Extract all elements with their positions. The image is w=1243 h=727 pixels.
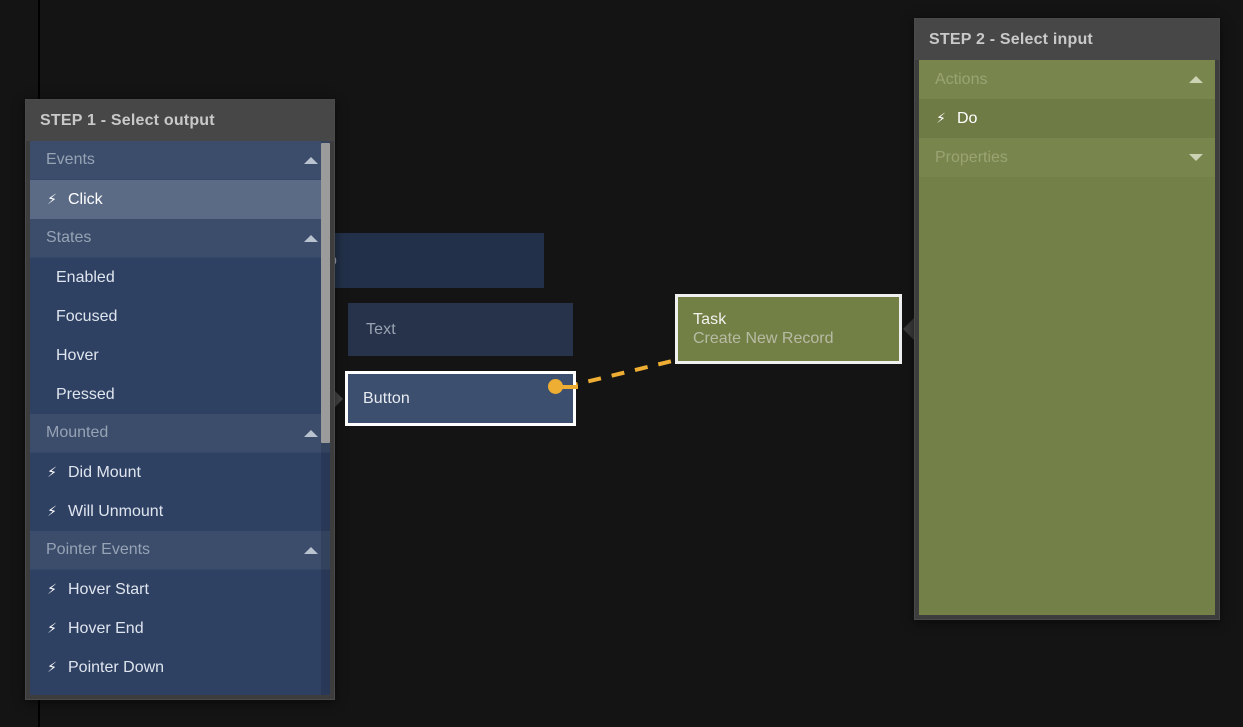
list-item-label: Click	[68, 190, 103, 208]
chevron-up-icon[interactable]	[304, 234, 318, 242]
list-item-label: Hover Start	[68, 580, 149, 598]
step2-panel-title: STEP 2 - Select input	[915, 19, 1219, 60]
node-button-title: Button	[363, 390, 410, 407]
list-item-label: Enabled	[56, 268, 115, 286]
chevron-up-icon[interactable]	[304, 546, 318, 554]
list-item-label: Hover	[56, 346, 99, 364]
node-button-output-stub	[556, 385, 578, 389]
chevron-down-icon[interactable]	[1189, 154, 1203, 161]
step1-scrollbar-track[interactable]	[321, 141, 330, 695]
bolt-icon: ⚡	[47, 191, 57, 208]
list-item-label: Do	[957, 109, 978, 127]
list-item-will-unmount[interactable]: ⚡ Will Unmount	[30, 492, 330, 531]
section-header-states[interactable]: States	[30, 219, 330, 258]
section-header-label: Actions	[935, 70, 988, 88]
chevron-up-icon[interactable]	[304, 156, 318, 164]
bolt-icon: ⚡	[936, 110, 946, 127]
list-item-did-mount[interactable]: ⚡ Did Mount	[30, 453, 330, 492]
list-item-hover-end[interactable]: ⚡ Hover End	[30, 609, 330, 648]
list-item-label: Will Unmount	[68, 502, 164, 520]
bolt-icon: ⚡	[47, 464, 57, 481]
bolt-icon: ⚡	[47, 581, 57, 598]
node-task-subtitle: Create New Record	[693, 330, 834, 347]
section-header-label: Properties	[935, 148, 1008, 166]
section-header-label: Pointer Events	[46, 541, 151, 558]
section-header-properties[interactable]: Properties	[919, 138, 1215, 177]
chevron-up-icon[interactable]	[304, 429, 318, 437]
list-item-do[interactable]: ⚡ Do	[919, 99, 1215, 138]
list-item-label: Did Mount	[68, 463, 141, 481]
list-item-hover[interactable]: Hover	[30, 336, 330, 375]
list-item-click[interactable]: ⚡ Click	[30, 180, 330, 219]
node-task-output-socket-icon[interactable]	[903, 316, 916, 342]
bolt-icon: ⚡	[47, 503, 57, 520]
bolt-icon: ⚡	[47, 620, 57, 637]
section-header-label: Events	[46, 151, 95, 168]
list-item-pointer-down[interactable]: ⚡ Pointer Down	[30, 648, 330, 687]
list-item-enabled[interactable]: Enabled	[30, 258, 330, 297]
node-text-title: Text	[366, 321, 396, 338]
section-header-label: States	[46, 229, 92, 246]
step1-scrollbar-thumb[interactable]	[321, 143, 330, 443]
bolt-icon: ⚡	[47, 659, 57, 676]
section-header-label: Mounted	[46, 424, 109, 441]
section-header-events[interactable]: Events	[30, 141, 330, 180]
list-item-label: Pressed	[56, 385, 115, 403]
list-item-label: Pointer Down	[68, 658, 165, 676]
step1-panel-title: STEP 1 - Select output	[26, 100, 334, 141]
list-item-label: Hover End	[68, 619, 144, 637]
node-button-output-port[interactable]	[548, 379, 563, 394]
list-item-focused[interactable]: Focused	[30, 297, 330, 336]
node-task-title: Task	[693, 311, 727, 328]
list-item-hover-start[interactable]: ⚡ Hover Start	[30, 570, 330, 609]
section-header-mounted[interactable]: Mounted	[30, 414, 330, 453]
node-text[interactable]: Text	[348, 303, 573, 356]
list-item-pressed[interactable]: Pressed	[30, 375, 330, 414]
list-item-label: Focused	[56, 307, 118, 325]
chevron-up-icon[interactable]	[1189, 76, 1203, 83]
section-header-pointer-events[interactable]: Pointer Events	[30, 531, 330, 570]
node-button[interactable]: Button	[345, 371, 576, 426]
section-header-actions[interactable]: Actions	[919, 60, 1215, 99]
node-task[interactable]: Task Create New Record	[675, 294, 902, 364]
